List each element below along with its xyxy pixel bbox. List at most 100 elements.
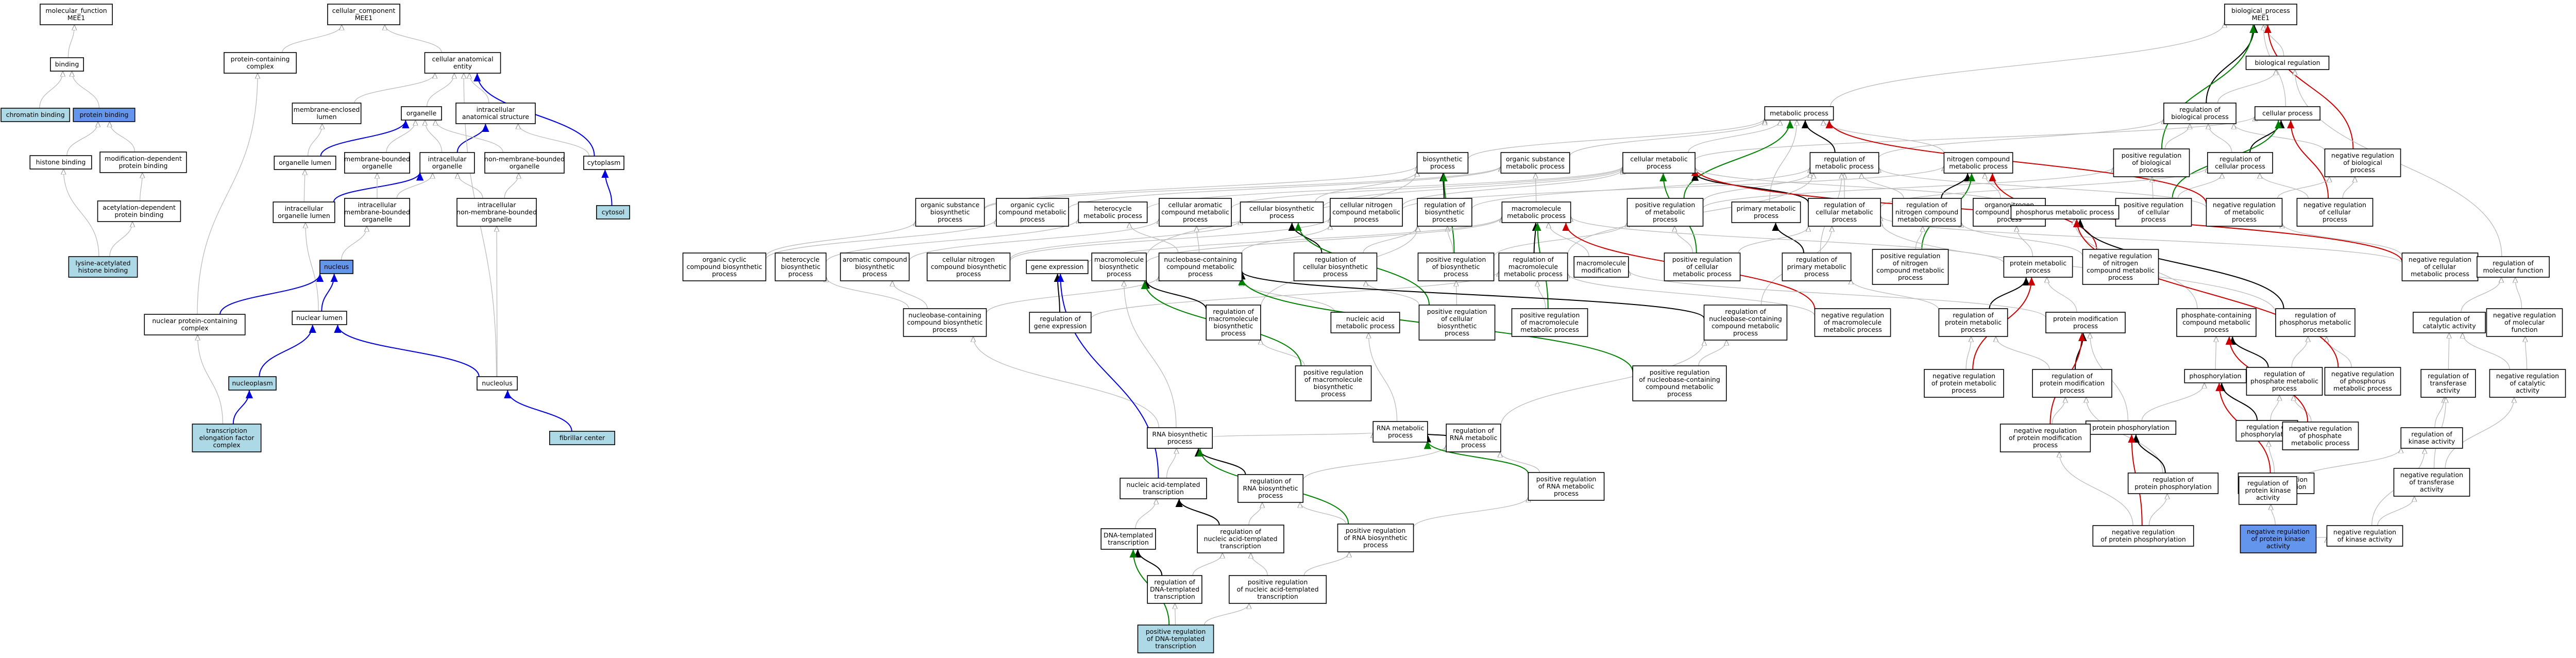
go-term-node-organelle[interactable]: organelle — [401, 106, 442, 121]
go-term-node-histone-binding[interactable]: histone binding — [29, 155, 92, 170]
go-term-node-cytoplasm[interactable]: cytoplasm — [583, 156, 624, 170]
go-term-node-bio-reg[interactable]: biological regulation — [2245, 56, 2330, 70]
go-term-node-reg-macromol-biosyn[interactable]: regulation ofmacromoleculebiosyntheticpr… — [1206, 305, 1261, 341]
go-term-node-fibrillar-center[interactable]: fibrillar center — [549, 431, 616, 445]
go-term-node-nucleolus[interactable]: nucleolus — [477, 376, 518, 391]
go-term-node-nucleus[interactable]: nucleus — [319, 260, 353, 274]
go-term-node-intra-nonmem-org[interactable]: intracellularnon-membrane-boundedorganel… — [456, 198, 537, 227]
go-term-node-cellular-process[interactable]: cellular process — [2254, 106, 2320, 121]
go-term-node-protein-binding[interactable]: protein binding — [73, 108, 135, 122]
go-term-node-cytosol[interactable]: cytosol — [596, 205, 630, 220]
go-term-node-chromatin-binding[interactable]: chromatin binding — [1, 108, 71, 122]
go-term-node-gene-expression[interactable]: gene expression — [1026, 260, 1089, 274]
go-term-node-organelle-lumen[interactable]: organelle lumen — [274, 156, 336, 170]
go-term-node-nuclear-lumen[interactable]: nuclear lumen — [292, 311, 347, 325]
go-term-node-binding[interactable]: binding — [50, 57, 84, 72]
go-term-node-nucleoplasm[interactable]: nucleoplasm — [228, 376, 277, 391]
go-term-node-protein-phosph[interactable]: protein phosphorylation — [2085, 420, 2177, 435]
